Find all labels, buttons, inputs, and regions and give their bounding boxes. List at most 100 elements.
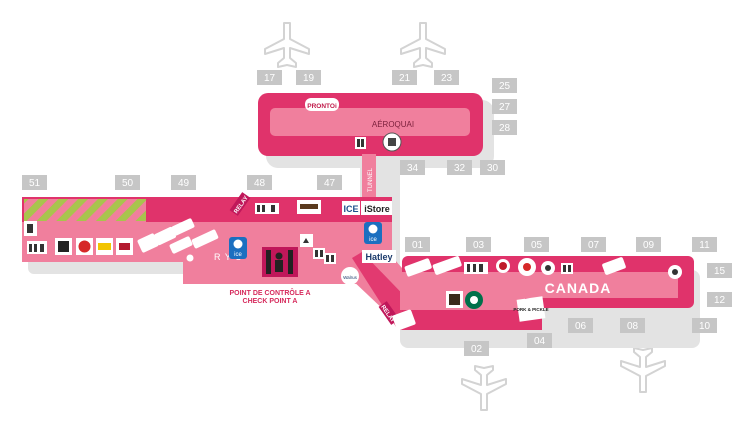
gate-02[interactable] xyxy=(464,341,489,356)
gate-27-label: 27 xyxy=(499,102,511,113)
hatley-label: Hatley xyxy=(365,252,392,262)
gate-10[interactable] xyxy=(692,318,717,333)
gate-32-label: 32 xyxy=(454,163,466,174)
gate-08[interactable] xyxy=(620,318,645,333)
shop-row-west xyxy=(55,238,133,255)
gate-25[interactable] xyxy=(492,78,517,93)
walrus-shop[interactable]: Walrus xyxy=(341,267,359,285)
shop-prontoi-label: PRONTOi xyxy=(307,103,337,110)
ice-exchange-west[interactable]: ice xyxy=(229,237,247,259)
checkpoint-label-fr: POINT DE CONTRÔLE A xyxy=(229,288,310,297)
gate-01[interactable] xyxy=(405,237,430,252)
ryu-shop[interactable]: R Y Ū xyxy=(214,252,243,262)
gate-50[interactable] xyxy=(115,175,140,190)
tunnel-corridor xyxy=(362,154,376,202)
gate-27[interactable] xyxy=(492,99,517,114)
restroom-icon xyxy=(24,221,47,254)
gate-11[interactable] xyxy=(692,237,717,252)
shop-round-badge-icon[interactable] xyxy=(382,132,402,152)
gate-48-label: 48 xyxy=(254,178,266,189)
hatley-shop[interactable]: Hatley xyxy=(362,250,396,263)
gate-06[interactable] xyxy=(568,318,593,333)
gate-01-label: 01 xyxy=(412,240,424,251)
pork-pickle-label: PORK & PICKLE xyxy=(513,307,548,312)
shop-logo-icon[interactable] xyxy=(432,256,462,276)
gate-07[interactable] xyxy=(581,237,606,252)
restroom-icon xyxy=(313,248,336,264)
shop-logo-icon[interactable] xyxy=(404,258,432,277)
gate-17[interactable] xyxy=(257,70,282,85)
gate-12-label: 12 xyxy=(714,295,726,306)
accessibility-icon xyxy=(541,261,555,275)
shop-round-badge-icon[interactable] xyxy=(496,259,510,273)
shop-logo-icon[interactable] xyxy=(392,309,416,331)
restroom-icon xyxy=(561,263,573,274)
walrus-label: Walrus xyxy=(343,275,358,280)
shop-tile-icon[interactable] xyxy=(446,291,463,308)
gate-21[interactable] xyxy=(392,70,417,85)
gate-48[interactable] xyxy=(247,175,272,190)
restroom-icon xyxy=(355,137,366,149)
gate-28[interactable] xyxy=(492,120,517,135)
shop-badge-icon[interactable] xyxy=(297,200,321,214)
gate-02-label: 02 xyxy=(471,344,483,355)
maple-badge-icon[interactable] xyxy=(518,258,536,276)
gate-07-label: 07 xyxy=(588,240,600,251)
gate-49[interactable] xyxy=(171,175,196,190)
gate-28-label: 28 xyxy=(499,123,511,134)
starbucks-shop[interactable] xyxy=(465,291,483,309)
shop-logo-icon[interactable] xyxy=(191,229,219,249)
ice-label-east: ice xyxy=(369,237,377,243)
gate-19[interactable] xyxy=(296,70,321,85)
gate-21-label: 21 xyxy=(399,73,411,84)
aeroquai-inner-zone xyxy=(270,108,470,136)
gate-04[interactable] xyxy=(527,333,552,348)
restroom-icon xyxy=(255,203,279,214)
gate-15[interactable] xyxy=(707,263,732,278)
shop-logo-icon[interactable] xyxy=(602,257,627,276)
shop-logo-icon[interactable] xyxy=(153,226,176,246)
gate-34-label: 34 xyxy=(407,163,419,174)
gate-04-label: 04 xyxy=(534,336,546,347)
gate-30-label: 30 xyxy=(487,163,499,174)
gate-25-label: 25 xyxy=(499,81,511,92)
ice-label-west: ice xyxy=(234,252,242,258)
gate-34[interactable] xyxy=(400,160,425,175)
airplane-icon xyxy=(620,347,666,393)
istore-label: iStore xyxy=(364,204,390,214)
gate-09[interactable] xyxy=(636,237,661,252)
pork-pickle-shop[interactable]: PORK & PICKLE xyxy=(513,296,549,322)
gate-08-label: 08 xyxy=(627,321,639,332)
shop-prontoi[interactable]: PRONTOi xyxy=(305,98,339,111)
gate-12[interactable] xyxy=(707,292,732,307)
airplane-icon xyxy=(400,22,446,68)
shop-logo-row xyxy=(404,256,462,277)
gate-51[interactable] xyxy=(22,175,47,190)
gate-49-label: 49 xyxy=(178,178,190,189)
gate-23-label: 23 xyxy=(441,73,453,84)
gate-15-label: 15 xyxy=(714,266,726,277)
connector-edge xyxy=(352,252,418,330)
gate-32[interactable] xyxy=(447,160,472,175)
gate-boxes: 17 19 21 23 25 27 28 34 32 30 51 50 49 4… xyxy=(22,70,732,356)
gate-47[interactable] xyxy=(317,175,342,190)
shop-logo-icon[interactable] xyxy=(169,236,193,254)
gate-05[interactable] xyxy=(524,237,549,252)
aeroquai-label: AÉROQUAI xyxy=(372,120,414,129)
istore-shop[interactable]: iStore xyxy=(361,201,392,215)
gate-30[interactable] xyxy=(480,160,505,175)
airplane-icon xyxy=(461,365,507,411)
gate-11-label: 11 xyxy=(699,240,710,251)
ryu-label: R Y Ū xyxy=(214,252,243,262)
gate-03-label: 03 xyxy=(473,240,485,251)
gate-03[interactable] xyxy=(466,237,491,252)
shop-logo-icon[interactable] xyxy=(137,233,159,253)
gate-10-label: 10 xyxy=(699,321,711,332)
ice-exchange-east[interactable]: ice xyxy=(364,222,382,244)
tunnel-label: TUNNEL xyxy=(368,167,374,192)
gate-23[interactable] xyxy=(434,70,459,85)
ice-shop-sign[interactable]: ICE xyxy=(342,201,360,215)
gate-50-label: 50 xyxy=(122,178,134,189)
shop-logo-icon[interactable] xyxy=(171,218,195,236)
